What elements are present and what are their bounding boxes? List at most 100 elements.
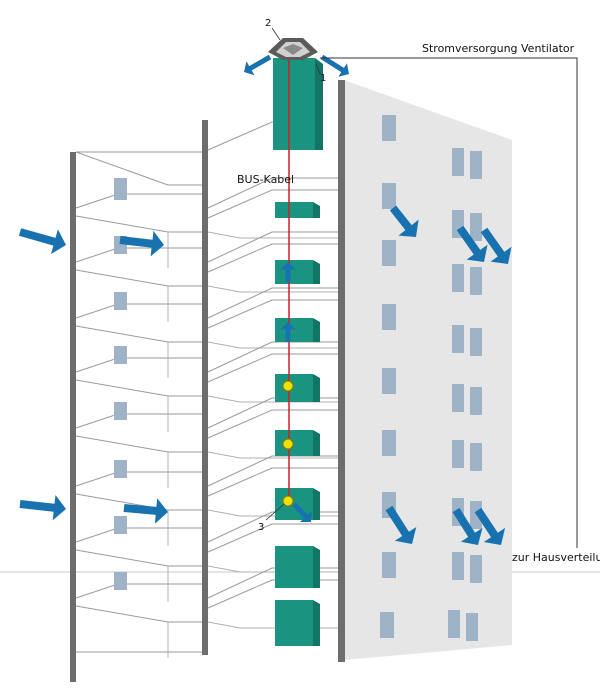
shaft-segment-side <box>313 318 320 342</box>
marker-line-1 <box>315 63 321 75</box>
wall-middle <box>202 120 208 655</box>
arrow-icon <box>480 227 512 264</box>
shaft-segment <box>275 374 313 402</box>
sensor-icon <box>282 438 294 450</box>
window-icon <box>382 115 396 141</box>
window-icon <box>452 552 464 580</box>
facade-panel <box>344 80 512 660</box>
mid-floor-slab <box>207 341 340 373</box>
mid-floor-slab <box>207 299 340 329</box>
left-floor-slab <box>75 325 206 343</box>
wall-right <box>338 80 345 662</box>
walls <box>70 80 345 682</box>
airflow-arrows <box>18 54 512 545</box>
window-icon <box>114 460 127 478</box>
window-icon <box>452 440 464 468</box>
shaft-segments <box>275 202 320 646</box>
mid-floor-slab <box>207 579 340 609</box>
marker-line-3 <box>265 503 285 521</box>
window-icon <box>452 148 464 176</box>
distribution-label: zur Hausverteilung <box>512 551 600 564</box>
arrow-icon <box>389 205 419 237</box>
window-icon <box>470 151 482 179</box>
mid-floor-slab <box>207 455 340 487</box>
mid-floor-slab <box>207 231 340 239</box>
arrow-icon <box>119 230 164 257</box>
window-icon <box>452 384 464 412</box>
arrow-icon <box>474 507 506 545</box>
mid-floor-slab <box>207 177 340 209</box>
middle-floors <box>207 121 340 629</box>
mid-floor-slab <box>207 451 340 459</box>
ventilation-shaft <box>273 58 323 150</box>
shaft-segment <box>275 546 313 588</box>
shaft-segment-side <box>313 202 320 218</box>
window-icon <box>452 264 464 292</box>
sensor-icon <box>282 380 294 392</box>
left-floors <box>75 178 206 658</box>
shaft-segment-side <box>313 546 320 588</box>
arrow-icon <box>123 498 168 524</box>
window-icon <box>382 368 396 394</box>
shaft-segment <box>275 260 313 284</box>
mid-floor-slab <box>207 409 340 439</box>
left-floor-slab <box>75 549 206 567</box>
window-icon <box>114 292 127 310</box>
window-icon <box>470 328 482 356</box>
window-icon <box>114 178 127 196</box>
marker-fan: 2 <box>265 18 271 29</box>
left-floor-slab <box>75 527 206 543</box>
arrow-icon <box>280 262 296 282</box>
arrow-icon <box>18 228 66 255</box>
mid-floor-slab <box>207 189 340 219</box>
left-floor-slab <box>75 193 206 209</box>
shaft-segment-side <box>313 374 320 402</box>
shaft-segment <box>275 318 313 342</box>
left-floor-slab <box>75 303 206 319</box>
mid-floor-slab <box>207 287 340 319</box>
fan-icon <box>268 38 318 60</box>
left-floor-slab <box>75 357 206 373</box>
mid-floor-slab <box>207 243 340 273</box>
window-icon <box>382 552 396 578</box>
shaft-segment-side <box>313 260 320 284</box>
window-icon <box>382 430 396 456</box>
window-icon <box>470 443 482 471</box>
mid-floor-slab <box>207 285 340 293</box>
window-icon <box>382 183 396 209</box>
window-icon <box>380 612 394 638</box>
arrow-icon <box>280 322 296 342</box>
power-supply-label: Stromversorgung Ventilator <box>422 42 575 55</box>
left-floor-slab <box>75 605 206 623</box>
mid-floor-slab <box>207 523 340 553</box>
arrow-icon <box>292 502 312 522</box>
window-icon <box>448 610 460 638</box>
mid-floor-slab <box>207 565 340 573</box>
left-floor-slab <box>75 583 206 599</box>
shaft-segment <box>275 600 313 646</box>
window-icon <box>114 572 127 590</box>
marker-line-2 <box>271 27 281 41</box>
arrow-icon <box>19 495 67 521</box>
window-icon <box>382 240 396 266</box>
window-icon <box>470 555 482 583</box>
wall-left <box>70 152 76 682</box>
arrow-icon <box>456 225 488 262</box>
mid-floor-slab <box>207 621 340 629</box>
arrow-icon <box>320 54 349 77</box>
left-floor-slab <box>75 269 206 287</box>
shaft-segment-side <box>313 600 320 646</box>
left-floor-slab <box>75 247 206 263</box>
shaft-top-side <box>315 58 323 150</box>
left-floor-slab <box>75 413 206 429</box>
left-floor-slab <box>75 435 206 453</box>
window-icon <box>452 325 464 353</box>
bus-cable-label: BUS-Kabel <box>237 173 294 186</box>
mid-floor-slab <box>207 467 340 497</box>
shaft-segment-side <box>313 488 320 520</box>
mid-floor-slab <box>207 341 340 349</box>
shaft-segment <box>275 430 313 456</box>
left-building <box>75 151 206 186</box>
facade-windows <box>380 115 482 641</box>
